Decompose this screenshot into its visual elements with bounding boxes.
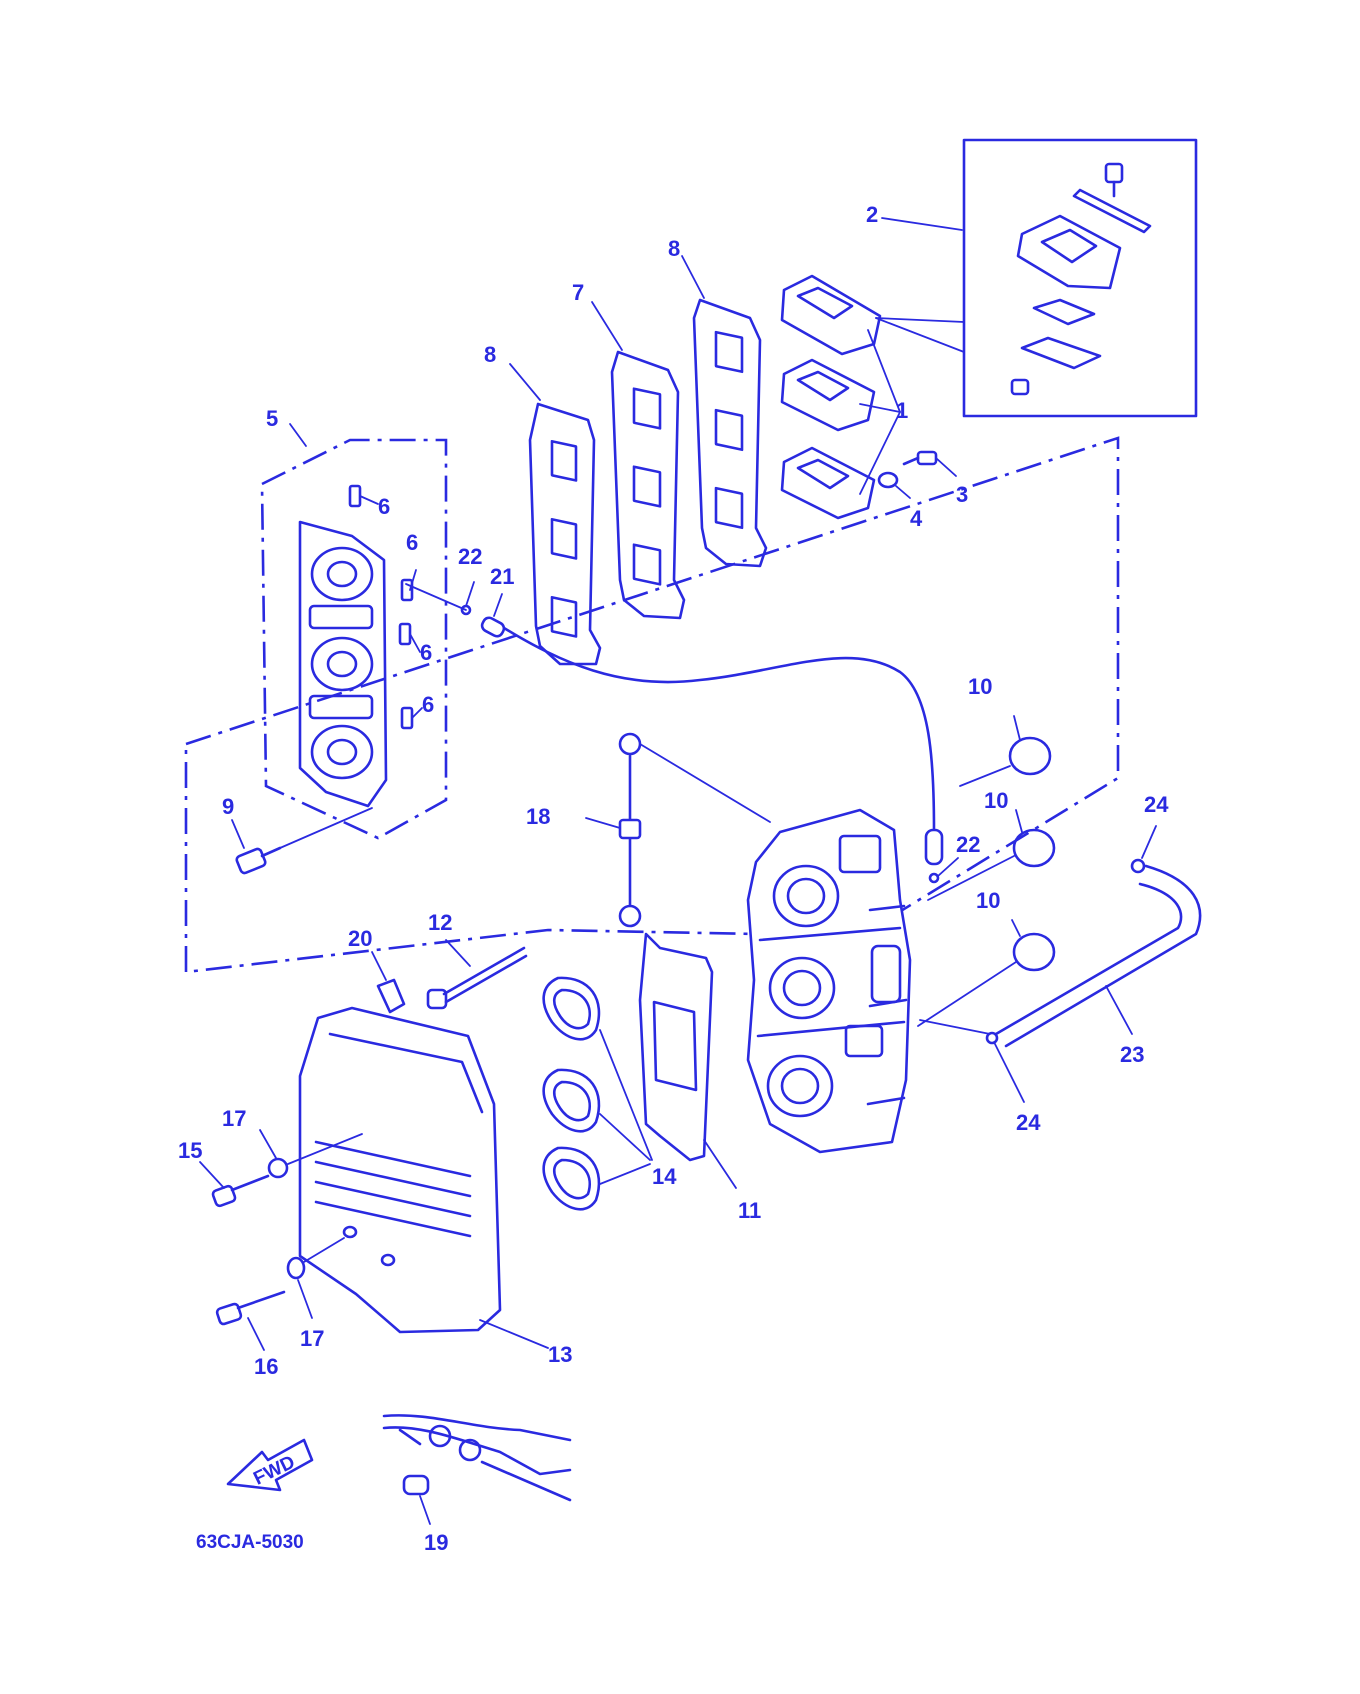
reed-valve-assembly — [780, 358, 876, 432]
callout-3: 3 — [956, 482, 968, 507]
callout-14: 14 — [652, 1164, 677, 1189]
callout-9: 9 — [222, 794, 234, 819]
clamp-10-top — [959, 715, 1052, 787]
clamp-10-bottom — [917, 919, 1056, 1027]
callout-7: 7 — [572, 280, 584, 305]
link-rod-18 — [585, 732, 771, 928]
callout-22b: 22 — [956, 832, 980, 857]
callout-24b: 24 — [1016, 1110, 1041, 1135]
reed-valve-assemblies — [780, 274, 965, 520]
bolt-9 — [231, 807, 373, 875]
callout-11: 11 — [738, 1198, 761, 1223]
gasket-8-rear — [681, 255, 768, 568]
hose-23 — [994, 864, 1202, 1048]
carburetor-assembly — [746, 808, 912, 1154]
clip-22-lower — [928, 857, 959, 884]
callout-labels: 1 2 3 4 5 6 6 6 6 7 8 8 9 10 10 10 11 12… — [178, 202, 1169, 1555]
lower-casing — [382, 1414, 572, 1502]
cover-plate — [298, 520, 388, 808]
clip-24-upper — [1130, 825, 1157, 874]
reed-valve-assembly — [780, 274, 882, 356]
vent-hose — [502, 626, 936, 832]
fwd-arrow-icon: FWD — [226, 1438, 314, 1492]
clip-22-upper — [460, 581, 475, 616]
washer-17-lower — [286, 1237, 345, 1319]
gasket-7 — [591, 301, 686, 620]
screw-3 — [902, 450, 957, 477]
callout-6c: 6 — [420, 640, 432, 665]
reed-valve-inset — [881, 138, 1198, 418]
callout-10c: 10 — [976, 888, 1000, 913]
callout-8a: 8 — [484, 342, 496, 367]
callout-2: 2 — [866, 202, 878, 227]
callout-6a: 6 — [378, 494, 390, 519]
callout-10b: 10 — [984, 788, 1008, 813]
gasket-8-front — [509, 363, 602, 666]
callout-6b: 6 — [406, 530, 418, 555]
callout-20: 20 — [348, 926, 372, 951]
callout-23: 23 — [1120, 1042, 1144, 1067]
callout-6d: 6 — [422, 692, 434, 717]
clip-24-lower — [919, 1019, 1025, 1103]
callout-8b: 8 — [668, 236, 680, 261]
gasket-14-set — [542, 976, 653, 1211]
cover-assembly-5 — [260, 423, 448, 840]
bolt-6-set — [348, 484, 423, 730]
callout-18: 18 — [526, 804, 550, 829]
callout-24a: 24 — [1144, 792, 1169, 817]
callout-1: 1 — [896, 398, 908, 423]
callout-21: 21 — [490, 564, 514, 589]
bolt-15 — [199, 1161, 270, 1208]
reed-valve-detail — [1010, 162, 1152, 396]
callout-12: 12 — [428, 910, 452, 935]
gasket-11 — [638, 932, 737, 1189]
plug-19 — [402, 1474, 431, 1525]
callout-10a: 10 — [968, 674, 992, 699]
bolt-12 — [426, 939, 528, 1010]
callout-4: 4 — [910, 506, 923, 531]
washer-4 — [877, 471, 911, 499]
washer-17-upper — [259, 1129, 363, 1179]
callout-15: 15 — [178, 1138, 202, 1163]
callout-22a: 22 — [458, 544, 482, 569]
clip-20 — [371, 951, 406, 1014]
callout-16: 16 — [254, 1354, 278, 1379]
silencer-13 — [298, 1006, 549, 1349]
callout-19: 19 — [424, 1530, 448, 1555]
drawing-code: 63CJA-5030 — [196, 1532, 304, 1553]
callout-17a: 17 — [222, 1106, 246, 1131]
bolt-16 — [215, 1290, 286, 1351]
callout-13: 13 — [548, 1342, 572, 1367]
clamp-10-middle — [927, 809, 1056, 901]
callout-17b: 17 — [300, 1326, 324, 1351]
plug-21 — [480, 593, 506, 638]
reed-valve-assembly — [780, 446, 876, 520]
callout-5: 5 — [266, 406, 278, 431]
